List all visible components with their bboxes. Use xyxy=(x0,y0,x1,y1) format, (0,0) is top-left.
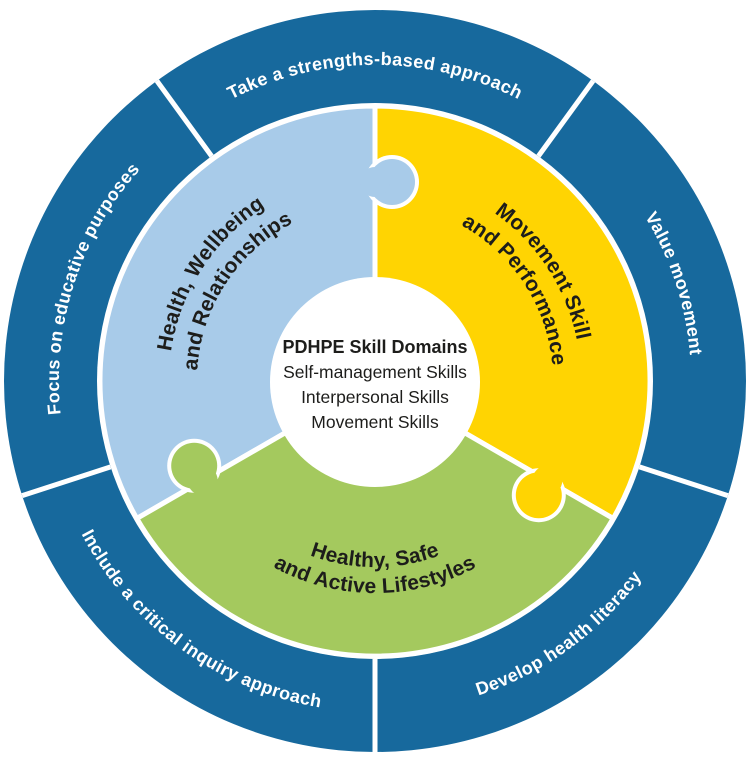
knob-neck xyxy=(532,465,563,496)
knob-neck xyxy=(187,465,218,496)
ring-divider xyxy=(638,464,729,498)
ring-divider xyxy=(21,464,112,498)
ring-divider xyxy=(536,79,596,158)
center-skill-item: Interpersonal Skills xyxy=(301,387,449,407)
puzzle-knob-green xyxy=(167,438,222,496)
puzzle-knob-blue xyxy=(360,155,419,209)
ring-dividers xyxy=(21,79,729,752)
center-skill-item: Movement Skills xyxy=(311,412,439,432)
center-heading: PDHPE Skill Domains xyxy=(282,337,467,357)
strand-piece-healthy-lifestyles xyxy=(134,378,616,659)
center-circle xyxy=(270,277,480,487)
puzzle-knob-yellow xyxy=(511,465,566,523)
knob-neck xyxy=(360,167,390,197)
center-skill-item: Self-management Skills xyxy=(283,362,467,382)
ring-divider xyxy=(154,79,214,158)
